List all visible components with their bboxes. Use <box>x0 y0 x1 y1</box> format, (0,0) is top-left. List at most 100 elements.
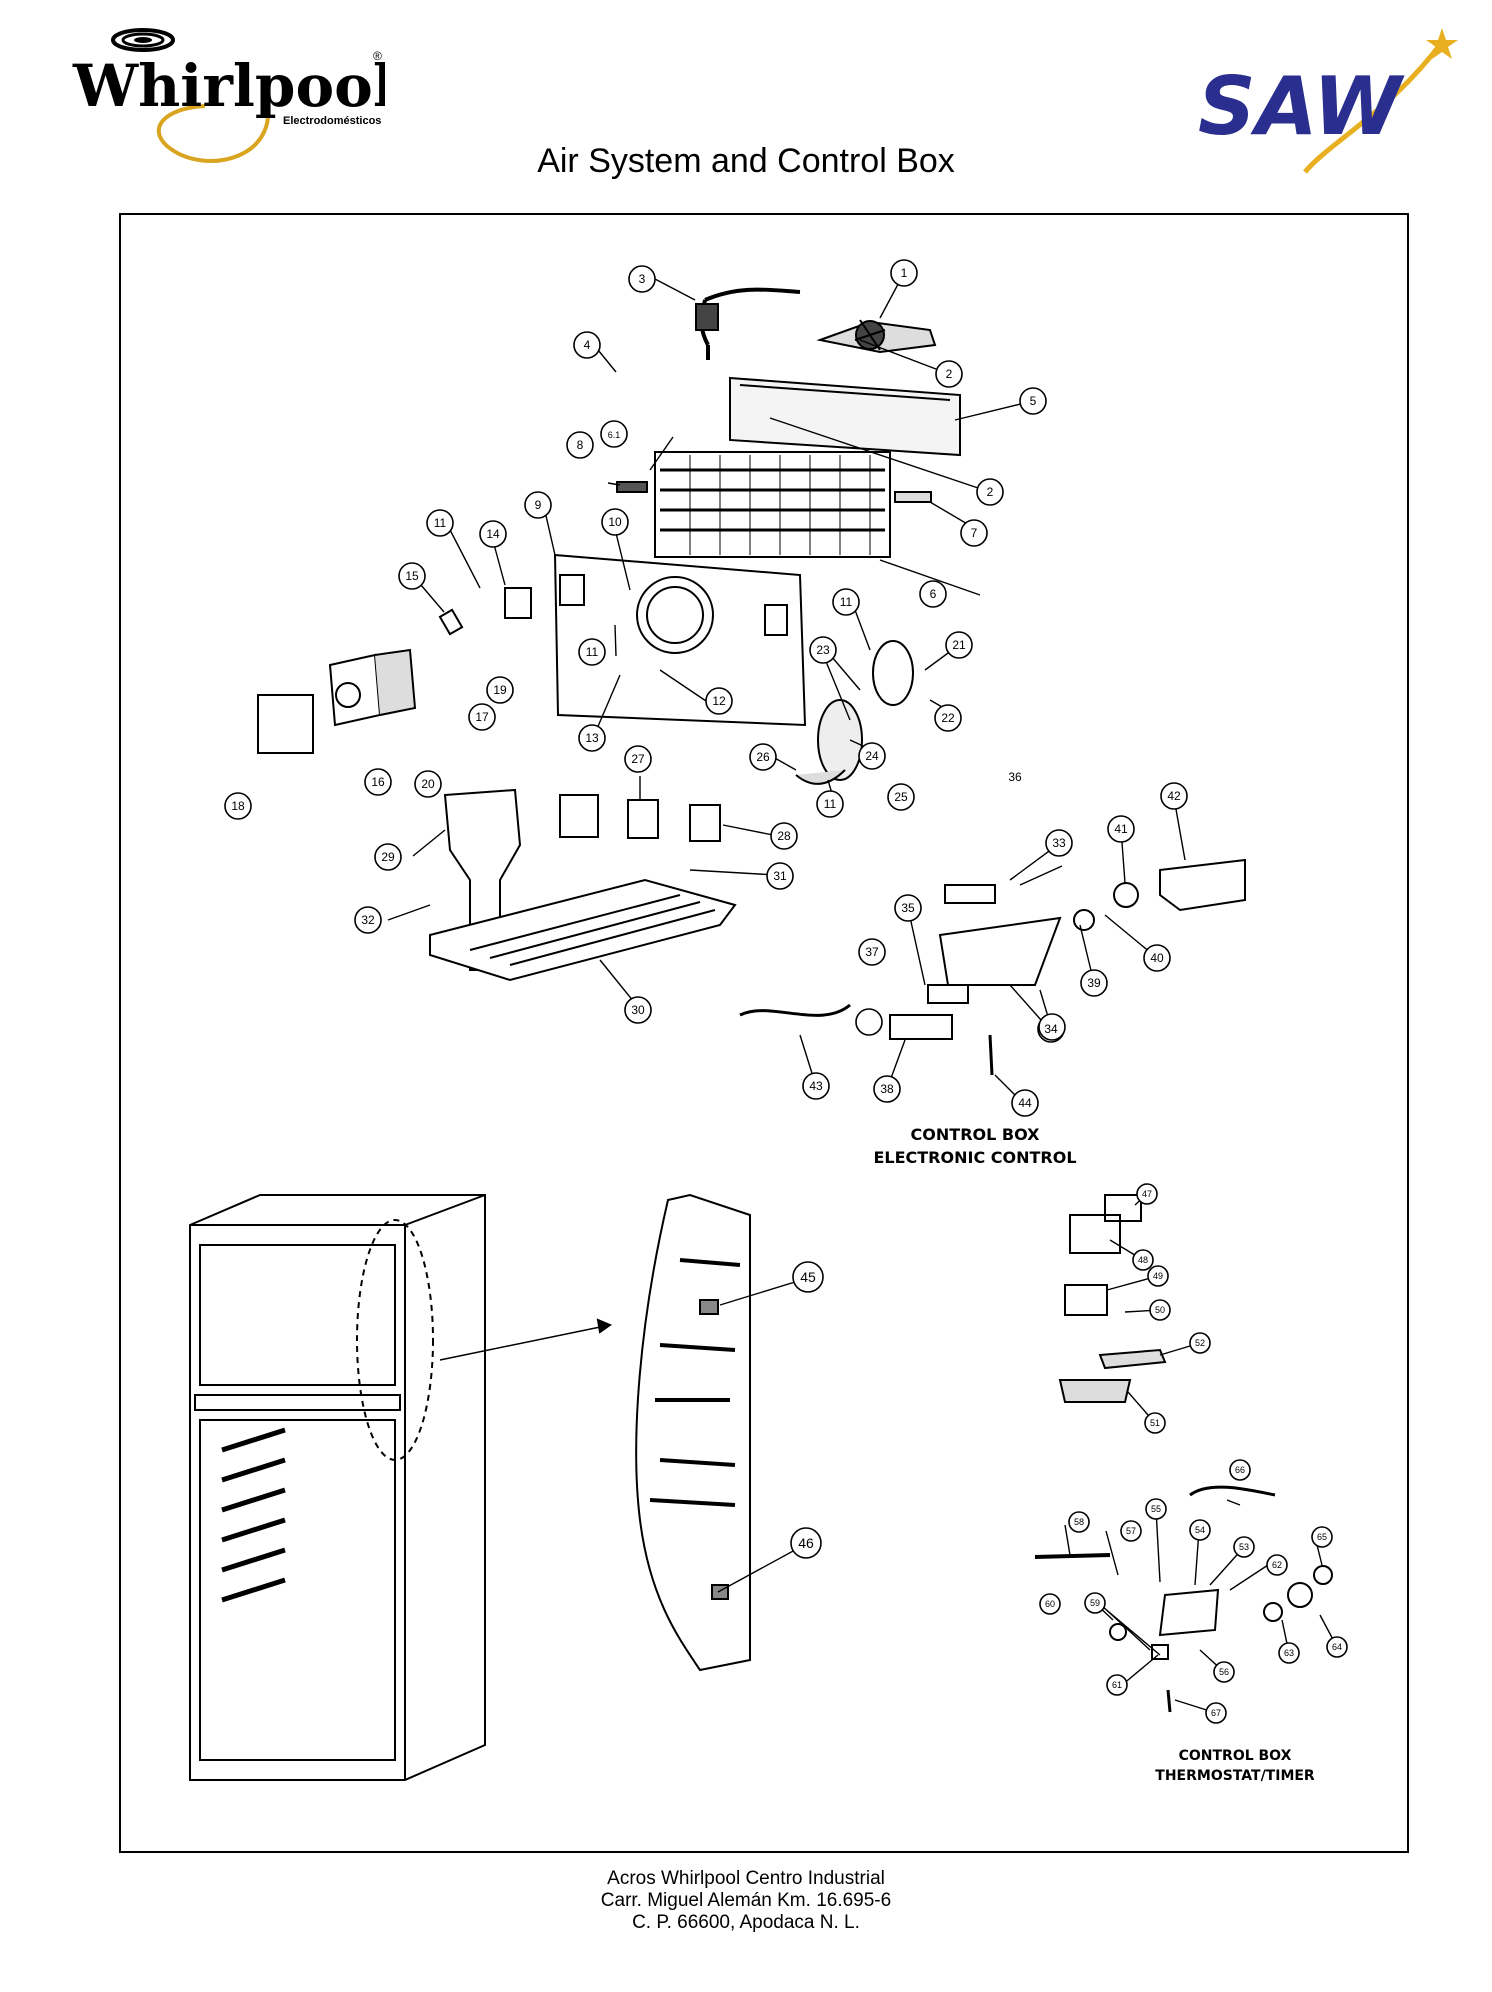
callout-66: 66 <box>1235 1465 1245 1475</box>
light-bulb-cover-part <box>1159 858 1246 912</box>
overlay-part <box>889 1014 953 1040</box>
electronic-control-label-1: CONTROL BOX <box>911 1125 1041 1144</box>
callout-17: 17 <box>475 710 489 724</box>
callout-11c: 11 <box>840 595 853 609</box>
whirlpool-swirl-icon <box>111 28 175 52</box>
callout-1: 1 <box>901 266 908 280</box>
callout-10: 10 <box>608 515 622 529</box>
callout-3: 3 <box>639 272 646 286</box>
callout-40: 40 <box>1150 951 1164 965</box>
callout-9: 9 <box>535 498 542 512</box>
knob-part-60 <box>1109 1623 1127 1641</box>
callout-27: 27 <box>631 752 645 766</box>
footer-line-2: Carr. Miguel Alemán Km. 16.695-6 <box>600 1890 892 1911</box>
whirlpool-logo: Whirlpool ® Electrodomésticos <box>72 28 385 163</box>
callout-38: 38 <box>880 1082 894 1096</box>
clip-part-61 <box>1151 1644 1169 1660</box>
callout-circles <box>224 259 1348 1724</box>
damper-cover-part <box>257 694 314 754</box>
callout-2a: 2 <box>946 367 953 381</box>
light-socket-part <box>1113 882 1139 908</box>
light-bulb-part <box>1073 909 1095 931</box>
callout-31: 31 <box>773 869 787 883</box>
keypad-part <box>927 984 969 1004</box>
callout-50: 50 <box>1155 1305 1165 1315</box>
star-trail-icon <box>1303 40 1445 174</box>
screw-part-67 <box>1166 1689 1172 1713</box>
brand-subtitle: Electrodomésticos <box>283 115 381 127</box>
callout-23: 23 <box>816 643 830 657</box>
callout-51: 51 <box>1150 1418 1160 1428</box>
lamp-socket-part <box>1287 1582 1313 1608</box>
callout-61: 61 <box>1112 1680 1122 1690</box>
callout-49: 49 <box>1153 1271 1163 1281</box>
callout-6-1: 6.1 <box>608 430 621 440</box>
callout-8: 8 <box>577 438 584 452</box>
capillary-tube-part <box>1034 1553 1111 1559</box>
callout-53: 53 <box>1239 1542 1249 1552</box>
callout-42: 42 <box>1167 789 1181 803</box>
detail-cutaway <box>635 1193 751 1672</box>
damper-assembly-part <box>872 640 914 706</box>
callout-30: 30 <box>631 1003 645 1017</box>
callout-28: 28 <box>777 829 791 843</box>
thermostat-control-label-2: THERMOSTAT/TIMER <box>1155 1768 1315 1784</box>
callout-15: 15 <box>405 569 419 583</box>
footer-line-1: Acros Whirlpool Centro Industrial <box>607 1868 885 1889</box>
callout-63: 63 <box>1284 1648 1294 1658</box>
lamp-bulb-part <box>1263 1602 1283 1622</box>
callout-57: 57 <box>1126 1526 1136 1536</box>
callout-59: 59 <box>1090 1598 1100 1608</box>
callout-64: 64 <box>1332 1642 1342 1652</box>
thermostat-cover-part <box>1104 1194 1142 1222</box>
footer-address: Acros Whirlpool Centro Industrial Carr. … <box>0 1868 1492 1934</box>
callout-25: 25 <box>894 790 908 804</box>
callout-32: 32 <box>361 913 375 927</box>
thermostat-knob-part <box>1069 1214 1121 1254</box>
defrost-sensor-part <box>894 491 932 503</box>
callout-19: 19 <box>493 683 507 697</box>
callout-34: 34 <box>1044 1022 1058 1036</box>
registered-mark: ® <box>373 49 382 63</box>
whirlpool-swoosh-icon <box>156 92 271 163</box>
callout-22: 22 <box>941 711 955 725</box>
diagram-frame <box>119 213 1409 1853</box>
control-board-part <box>944 884 996 904</box>
callout-39: 39 <box>1087 976 1101 990</box>
callout-60: 60 <box>1045 1599 1055 1609</box>
callout-16: 16 <box>371 775 385 789</box>
callout-55: 55 <box>1151 1504 1161 1514</box>
callout-45: 45 <box>800 1269 816 1285</box>
callout-26: 26 <box>756 750 770 764</box>
callout-11d: 11 <box>824 797 837 811</box>
callout-62: 62 <box>1272 1560 1282 1570</box>
callout-4: 4 <box>584 338 591 352</box>
callout-48: 48 <box>1138 1255 1148 1265</box>
slide-knob-part-right <box>689 804 721 842</box>
callout-37: 37 <box>865 945 879 959</box>
light-switch-part <box>1098 1348 1167 1370</box>
electronic-control-housing-part <box>938 916 1062 986</box>
fan-motor-part <box>816 319 937 354</box>
callout-24: 24 <box>865 749 879 763</box>
screw-part-44 <box>988 1034 994 1076</box>
callout-11a: 11 <box>434 516 447 530</box>
callout-33: 33 <box>1052 836 1066 850</box>
callout-52: 52 <box>1195 1338 1205 1348</box>
foam-plug-part <box>438 608 464 636</box>
electronic-control-label-2: ELECTRONIC CONTROL <box>873 1148 1076 1167</box>
callout-54: 54 <box>1195 1525 1205 1535</box>
slide-knob-part-left <box>559 794 599 838</box>
brand-name: Whirlpool <box>72 52 385 120</box>
callout-11b: 11 <box>586 645 599 659</box>
callout-58: 58 <box>1074 1517 1084 1527</box>
light-cover-part-51 <box>1058 1379 1132 1403</box>
detail-leader-arrow <box>439 1324 611 1361</box>
lamp-housing-part <box>795 769 846 785</box>
callout-2b: 2 <box>987 485 994 499</box>
drain-heater-part <box>616 481 648 493</box>
callout-12: 12 <box>712 694 726 708</box>
callout-46: 46 <box>798 1535 814 1551</box>
defrost-timer-part <box>1313 1565 1333 1585</box>
callout-21: 21 <box>952 638 966 652</box>
